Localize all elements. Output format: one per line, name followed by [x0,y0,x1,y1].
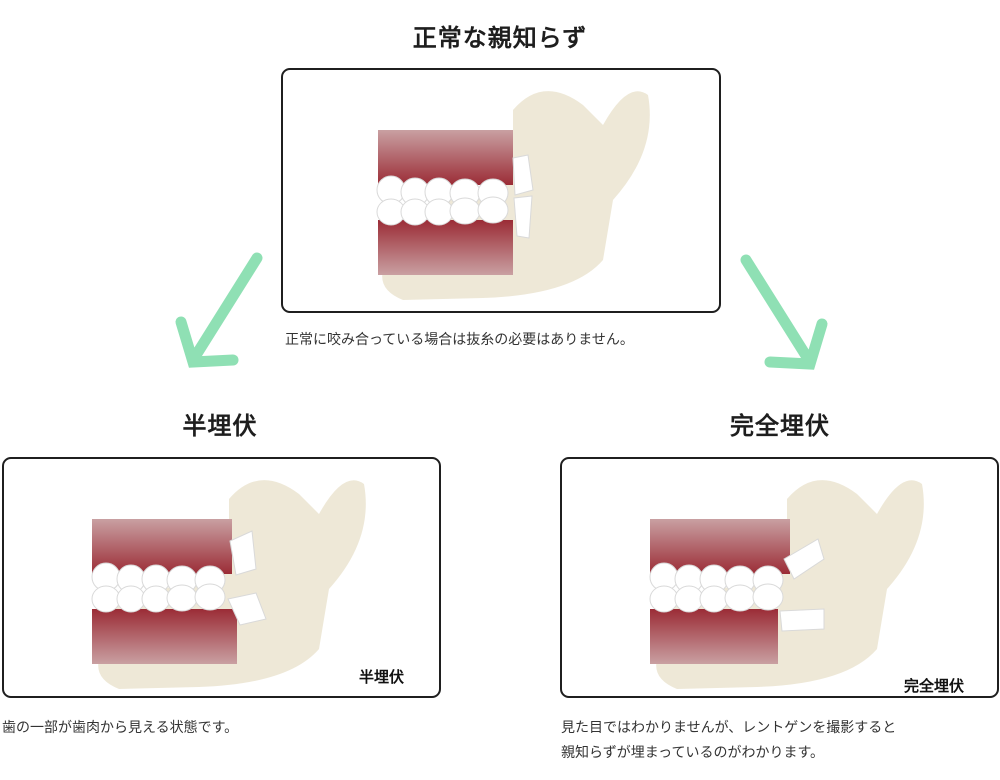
jaw-illustration-normal [376,91,650,301]
lower-gum [378,220,513,275]
caption-partial: 歯の一部が歯肉から見える状態です。 [2,720,239,736]
wisdom-tooth-lower-impacted [779,608,825,632]
lower-teeth [376,196,509,226]
badge-partial: 半埋伏 [359,668,405,686]
title-normal: 正常な親知らず [412,24,588,52]
panel-normal [281,68,721,313]
wisdom-tooth-lower [513,195,533,239]
wisdom-tooth-upper [229,530,257,576]
wisdom-tooth-upper-impacted [783,538,825,580]
lower-gum [650,609,778,664]
upper-teeth [376,175,509,208]
arrow-down-left-icon [175,252,263,368]
upper-gum [378,130,513,185]
wisdom-tooth-lower-tilted [227,592,267,626]
jaw-illustration-partial [91,480,366,689]
arrow-down-right-icon [740,254,828,370]
title-full: 完全埋伏 [730,412,830,440]
lower-teeth [91,583,226,613]
caption-full-line1: 見た目ではわかりませんが、レントゲンを撮影すると [561,720,897,736]
wisdom-tooth-upper [512,154,534,196]
caption-full-line2: 親知らずが埋まっているのがわかります。 [561,745,825,761]
upper-gum [650,519,790,574]
caption-normal: 正常に咬み合っている場合は抜糸の必要はありません。 [285,332,634,348]
jaw-illustration-full [649,480,924,689]
lower-teeth [649,583,784,613]
upper-gum [92,519,232,574]
panel-partial: 半埋伏 [2,457,441,698]
upper-teeth [91,562,226,595]
lower-gum [92,609,237,664]
panel-full: 完全埋伏 [560,457,999,698]
badge-full: 完全埋伏 [904,677,965,695]
title-partial: 半埋伏 [182,412,258,440]
